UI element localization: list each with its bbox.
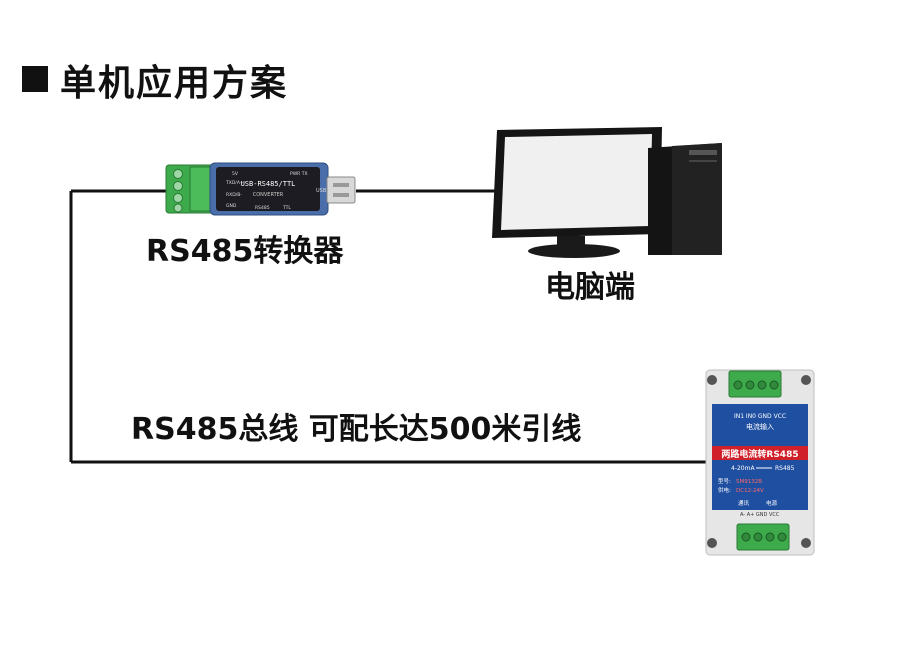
module-power-label: 供电: [718, 486, 731, 494]
converter-ttl-text: TTL [282, 205, 291, 211]
bus-label: RS485总线 可配长达500米引线 [131, 412, 582, 447]
usb-converter-device: USB-RS485/TTL CONVERTER 5V TXD/A+ RXD/B-… [165, 162, 356, 216]
converter-bottom-text: RS485 [255, 205, 270, 211]
module-model-label: 型号: [718, 477, 731, 485]
converter-usb-text: USB [316, 188, 327, 194]
module-spec: 4-20mA [731, 465, 755, 472]
module-input-label: 电流输入 [746, 422, 774, 431]
computer-icon [492, 127, 722, 258]
converter-body-text: USB-RS485/TTL [241, 180, 296, 188]
bus-wire [69, 189, 706, 464]
converter-pin-txd: TXD/A+ [225, 180, 244, 186]
module-bottom-pins: A- A+ GND VCC [740, 512, 780, 518]
module-spec-right: RS485 [775, 465, 795, 472]
converter-pin-5v: 5V [232, 171, 239, 177]
module-top-pins: IN1 IN0 GND VCC [734, 413, 786, 420]
tower [648, 143, 722, 255]
converter-pin-rxd: RXD/B- [226, 192, 242, 198]
converter-sub-text: CONVERTER [253, 192, 284, 198]
converter-pin-gnd: GND [226, 203, 237, 209]
page-title: 单机应用方案 [22, 54, 288, 106]
current-to-rs485-module: IN1 IN0 GND VCC 电流输入 两路电流转RS485 4-20mA R… [705, 369, 815, 556]
monitor [492, 127, 662, 258]
module-name: 两路电流转RS485 [721, 448, 798, 460]
converter-led-text: PWR TX [290, 171, 308, 177]
module-model: SM9132B [736, 479, 762, 485]
module-supply-label: 电源 [766, 499, 778, 507]
pc-label: 电脑端 [545, 270, 635, 305]
converter-label: RS485转换器 [146, 234, 344, 269]
square-bullet-icon [22, 66, 48, 92]
module-power: DC12-24V [736, 488, 764, 494]
module-comm-label: 通讯 [738, 499, 750, 507]
